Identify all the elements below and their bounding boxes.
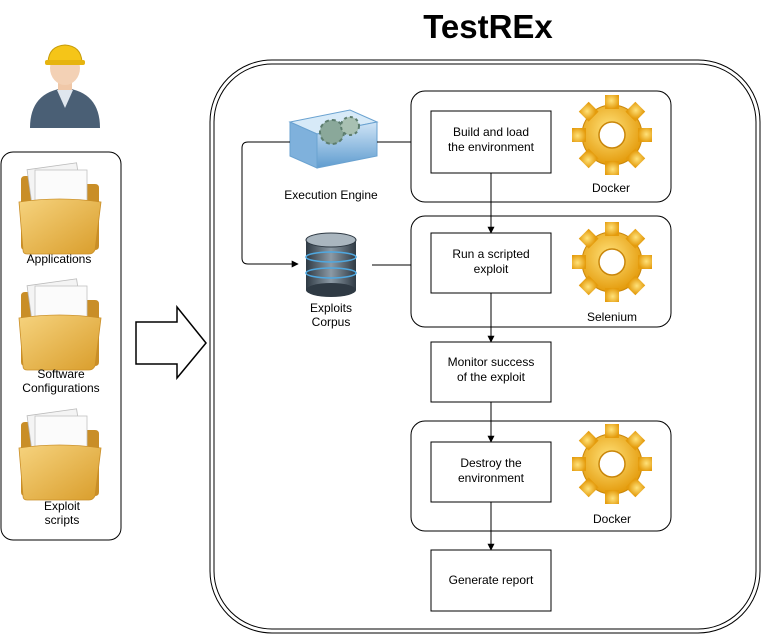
- docker-gear-icon-top: [571, 94, 653, 176]
- step-destroy-line1: Destroy the: [460, 456, 522, 470]
- exploits-corpus-database-icon: [305, 232, 357, 297]
- execution-engine-label: Execution Engine: [284, 188, 378, 202]
- step-build-line2: the environment: [448, 140, 535, 154]
- exploits-corpus-label-line2: Corpus: [312, 315, 351, 329]
- worker-avatar-icon: [30, 44, 100, 128]
- step-destroy-environment: [430, 441, 552, 503]
- step-report-label: Generate report: [449, 573, 534, 587]
- exploits-corpus-label-line1: Exploits: [310, 301, 352, 315]
- software-label-line1: Software: [37, 367, 85, 381]
- exploit-label-line1: Exploit: [44, 499, 81, 513]
- step-generate-report: [430, 549, 552, 612]
- testrex-container-outer: [209, 59, 761, 634]
- engine-to-run-connector: [241, 141, 299, 268]
- testrex-container-inner: [213, 63, 757, 630]
- docker-label-bottom: Docker: [593, 512, 631, 526]
- applications-label: Applications: [27, 252, 92, 266]
- step-build-environment: [430, 110, 552, 174]
- diagram-title: TestREx: [423, 8, 553, 45]
- selenium-gear-icon: [571, 221, 653, 303]
- execution-engine-icon: [288, 109, 379, 169]
- step-destroy-line2: environment: [458, 471, 525, 485]
- step-monitor-line2: of the exploit: [457, 370, 526, 384]
- exploit-label-line2: scripts: [45, 513, 80, 527]
- docker-label-top: Docker: [592, 181, 630, 195]
- step-run-line2: exploit: [474, 262, 509, 276]
- step-monitor-line1: Monitor success: [448, 355, 535, 369]
- selenium-label: Selenium: [587, 310, 637, 324]
- step-run-line1: Run a scripted: [452, 247, 529, 261]
- software-label-line2: Configurations: [22, 381, 99, 395]
- step-build-line1: Build and load: [453, 125, 529, 139]
- docker-gear-icon-bottom: [571, 423, 653, 505]
- flow-arrow-icon: [135, 304, 207, 381]
